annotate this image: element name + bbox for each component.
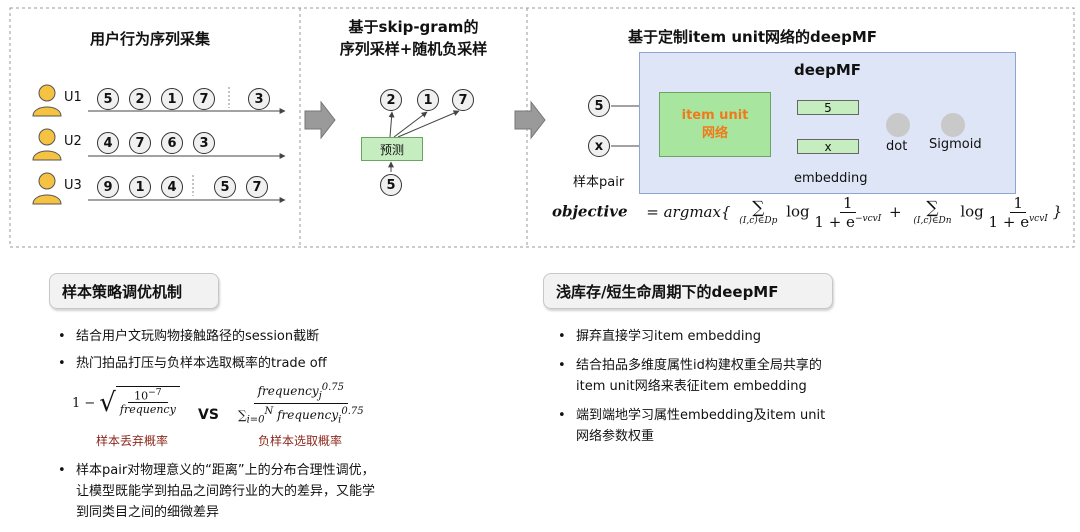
user-icon: [30, 82, 64, 122]
formula-close: }: [1052, 202, 1063, 221]
formula-den2: 1 + e: [988, 213, 1030, 231]
vs-label: VS: [198, 407, 219, 423]
sequence-item: 7: [129, 132, 151, 154]
formula-sum2-sub: (I,c)∈Dn: [913, 215, 952, 226]
list-item-line: 端到端地学习属性embedding及item unit: [576, 408, 826, 423]
sequence-item: 4: [97, 132, 119, 154]
skipgram-title-line2: 序列采样+随机负采样: [339, 40, 488, 58]
skipgram-title-line1: 基于skip-gram的: [348, 18, 479, 36]
list-item-line: 让模型既能学到拍品之间跨行业的大的差异，又能学: [76, 484, 376, 499]
formula-lhs: objective: [552, 202, 628, 221]
context-item: 7: [452, 89, 474, 111]
sequence-item: 1: [129, 176, 151, 198]
list-item: 摒弃直接学习item embedding: [554, 326, 914, 347]
item-unit-network: item unit 网络: [659, 92, 771, 157]
item-unit-line1: item unit: [681, 107, 749, 123]
input-item: x: [588, 135, 610, 157]
dot-label: dot: [886, 139, 908, 154]
sequence-item: 3: [248, 88, 270, 110]
formula-plus: +: [889, 202, 902, 221]
list-item-line: 样本pair对物理意义的“距离”上的分布合理性调优，: [76, 463, 375, 478]
skipgram-title: 基于skip-gram的 序列采样+随机负采样: [300, 16, 527, 60]
user-label: U1: [64, 90, 82, 105]
deepmf-panel-label: deepMF: [794, 61, 861, 79]
formula-den2-sup: vcvI: [1029, 214, 1048, 224]
user-label: U2: [64, 134, 82, 149]
sequence-item: 5: [97, 88, 119, 110]
embedding-vector: x: [797, 139, 859, 154]
list-item-line: 到同类目之间的细微差异: [76, 505, 220, 520]
deepmf-list: 摒弃直接学习item embedding 结合拍品多维度属性id构建权重全局共享…: [554, 326, 914, 447]
center-item: 5: [380, 174, 402, 196]
item-unit-line2: 网络: [701, 125, 728, 141]
neg-prob-formula: frequencyj0.75 ∑i=0N frequencyi0.75: [238, 382, 364, 426]
list-item-line: 网络参数权重: [576, 429, 655, 444]
sequence-item: 2: [129, 88, 151, 110]
dot-node: [886, 113, 910, 137]
formula-argmax: = argmax{: [646, 202, 731, 221]
sequence-item: 9: [97, 176, 119, 198]
sequence-item: 7: [193, 88, 215, 110]
neg-prob-label: 负样本选取概率: [258, 434, 343, 448]
user-icon: [30, 126, 64, 166]
drop-prob-formula: 1 − √ 10−7 frequency: [72, 385, 180, 418]
strategy-title: 样本策略调优机制: [49, 273, 219, 309]
list-item: 结合拍品多维度属性id构建权重全局共享的 item unit网络来表征item …: [554, 355, 914, 397]
strategy-list: 结合用户文玩购物接触路径的session截断 热门拍品打压与负样本选取概率的tr…: [54, 326, 494, 374]
formula-num2: 1: [1010, 194, 1026, 213]
user-label: U3: [64, 178, 82, 193]
list-item-line: item unit网络来表征item embedding: [576, 379, 807, 394]
context-item: 2: [380, 89, 402, 111]
embedding-label: embedding: [794, 171, 868, 186]
user-icon: [30, 170, 64, 210]
sequence-item: 4: [161, 176, 183, 198]
embedding-vector: 5: [797, 100, 859, 115]
formula-den1: 1 + e: [814, 213, 855, 231]
sequence-item: 3: [193, 132, 215, 154]
formula-log2: log: [960, 202, 984, 221]
formula-sum1-sub: (I,c)∈Dp: [739, 215, 778, 226]
sample-pair-label: 样本pair: [573, 175, 625, 190]
deepmf-section-title: 浅库存/短生命周期下的deepMF: [543, 273, 833, 309]
sequence-item: 6: [161, 132, 183, 154]
input-item: 5: [588, 95, 610, 117]
context-item: 1: [417, 89, 439, 111]
strategy-list-2: 样本pair对物理意义的“距离”上的分布合理性调优， 让模型既能学到拍品之间跨行…: [54, 460, 494, 523]
list-item-line: 结合拍品多维度属性id构建权重全局共享的: [576, 358, 822, 373]
objective-formula: objective = argmax{ ∑ (I,c)∈Dp log 1 1 +…: [552, 194, 1063, 231]
list-item: 热门拍品打压与负样本选取概率的trade off: [54, 353, 494, 374]
list-item: 结合用户文玩购物接触路径的session截断: [54, 326, 494, 347]
formula-log1: log: [786, 202, 810, 221]
sequence-item: 1: [161, 88, 183, 110]
formula-frac2: 1 1 + evcvI: [989, 194, 1048, 231]
predict-box: 预测: [361, 137, 423, 161]
drop-prob-label: 样本丢弃概率: [96, 434, 169, 448]
list-item: 端到端地学习属性embedding及item unit 网络参数权重: [554, 405, 914, 447]
sigmoid-label: Sigmoid: [929, 137, 982, 152]
formula-den1-sup: −vcvI: [854, 214, 882, 224]
sequence-item: 7: [246, 176, 268, 198]
list-item: 样本pair对物理意义的“距离”上的分布合理性调优， 让模型既能学到拍品之间跨行…: [54, 460, 494, 523]
deepmf-title: 基于定制item unit网络的deepMF: [628, 28, 878, 46]
sequence-item: 5: [214, 176, 236, 198]
formula-frac1: 1 1 + e−vcvI: [814, 194, 881, 231]
formula-num1: 1: [840, 194, 856, 213]
sigmoid-node: [941, 113, 965, 137]
collect-title: 用户行为序列采集: [90, 30, 211, 48]
